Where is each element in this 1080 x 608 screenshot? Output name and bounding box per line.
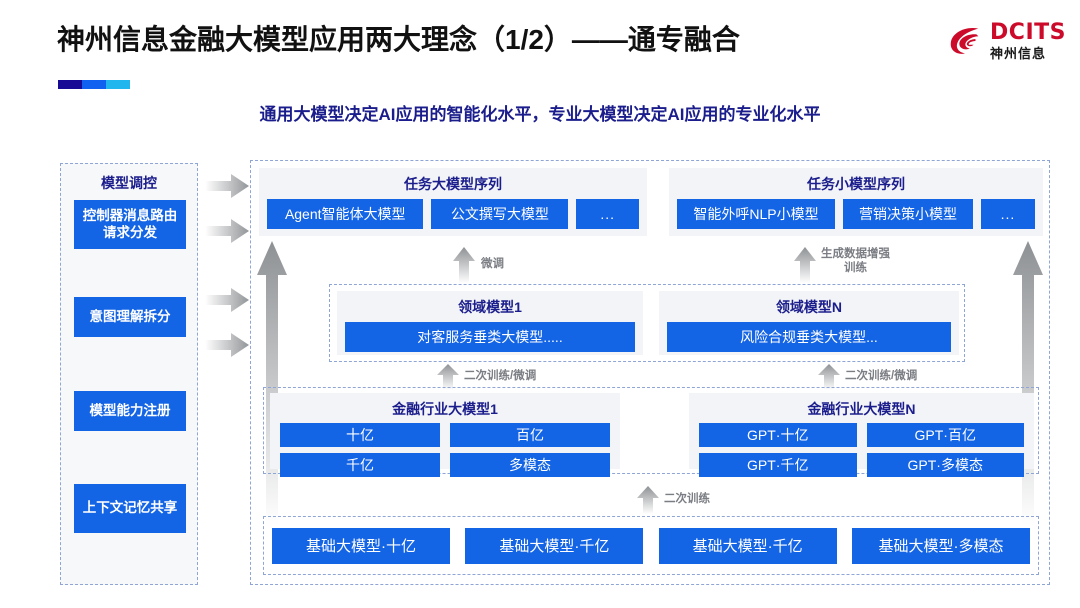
model-architecture-stack: 任务大模型序列 Agent智能体大模型 公文撰写大模型 ... 任务小模型序列 … [250, 160, 1050, 585]
company-logo: DCITS 神州信息 [947, 22, 1066, 60]
domain-model-1-title: 领域模型1 [458, 299, 522, 315]
industry-model-n-title: 金融行业大模型N [807, 401, 916, 417]
industry-1-chip-3[interactable]: 多模态 [450, 453, 610, 477]
page-title: 神州信息金融大模型应用两大理念（1/2）——通专融合 [57, 24, 740, 55]
flow-arrow-up-retrain-right [818, 364, 840, 390]
control-item-router[interactable]: 控制器消息路由请求分发 [74, 200, 186, 249]
task-small-chip-more[interactable]: ... [981, 199, 1035, 229]
accent-segment-1 [58, 80, 82, 89]
domain-model-n-chip[interactable]: 风险合规垂类大模型... [667, 322, 951, 352]
task-small-chip-marketing[interactable]: 营销决策小模型 [843, 199, 973, 229]
arrow-label-retrain-finetune-right: 二次训练/微调 [845, 370, 918, 382]
flow-arrow-up-data-augmentation [794, 247, 816, 283]
task-large-model-title: 任务大模型序列 [404, 176, 502, 192]
control-item-registry[interactable]: 模型能力注册 [74, 391, 186, 431]
flow-arrow-up-far-left [257, 241, 287, 525]
task-large-chip-agent[interactable]: Agent智能体大模型 [267, 199, 424, 229]
base-model-wrapper: 基础大模型·十亿 基础大模型·千亿 基础大模型·千亿 基础大模型·多模态 [263, 516, 1039, 575]
flow-arrow-up-finetune [453, 247, 475, 283]
flow-arrow-right-4 [205, 333, 249, 357]
dcits-swirl-icon [950, 27, 979, 54]
model-control-panel-title: 模型调控 [101, 175, 157, 191]
flow-arrow-right-1 [205, 174, 249, 198]
arrow-label-finetune: 微调 [481, 258, 504, 270]
industry-model-1-group: 金融行业大模型1 十亿 百亿 千亿 多模态 [270, 393, 620, 477]
page-subtitle: 通用大模型决定AI应用的智能化水平，专业大模型决定AI应用的专业化水平 [259, 105, 821, 124]
base-model-chip-3[interactable]: 基础大模型·多模态 [851, 527, 1030, 564]
model-control-panel: 模型调控 控制器消息路由请求分发 意图理解拆分 模型能力注册 上下文记忆共享 [60, 163, 198, 585]
logo-wordmark: DCITS [990, 20, 1066, 45]
flow-arrow-right-2 [205, 219, 249, 243]
industry-model-n-group: 金融行业大模型N GPT·十亿 GPT·百亿 GPT·千亿 GPT·多模态 [689, 393, 1034, 477]
industry-1-chip-0[interactable]: 十亿 [280, 423, 440, 447]
base-model-chip-0[interactable]: 基础大模型·十亿 [272, 527, 450, 564]
domain-model-n-group: 领域模型N 风险合规垂类大模型... [659, 291, 959, 355]
arrow-label-data-augmentation: 生成数据增强 训练 [821, 248, 890, 275]
accent-segment-3 [106, 80, 130, 89]
industry-n-chip-3[interactable]: GPT·多模态 [866, 453, 1024, 477]
task-small-chip-nlp[interactable]: 智能外呼NLP小模型 [677, 199, 835, 229]
title-accent-rule [58, 80, 130, 89]
domain-model-n-title: 领域模型N [775, 299, 843, 315]
flow-arrow-right-3 [205, 288, 249, 312]
logo-wordmark-cn: 神州信息 [990, 46, 1047, 61]
accent-segment-2 [82, 80, 106, 89]
base-model-chip-1[interactable]: 基础大模型·千亿 [465, 527, 644, 564]
arrow-label-retrain-finetune-left: 二次训练/微调 [464, 370, 537, 382]
domain-model-1-group: 领域模型1 对客服务垂类大模型..... [337, 291, 643, 355]
task-large-chip-document[interactable]: 公文撰写大模型 [431, 199, 569, 229]
industry-model-1-title: 金融行业大模型1 [392, 401, 498, 417]
arrow-label-retrain: 二次训练 [664, 493, 710, 505]
industry-n-chip-1[interactable]: GPT·百亿 [866, 423, 1024, 447]
industry-n-chip-0[interactable]: GPT·十亿 [699, 423, 857, 447]
industry-model-wrapper: 金融行业大模型1 十亿 百亿 千亿 多模态 金融行业大模型N GPT·十亿 GP… [263, 387, 1039, 477]
flow-arrow-up-retrain-left [437, 364, 459, 390]
industry-n-chip-2[interactable]: GPT·千亿 [699, 453, 857, 477]
domain-model-1-chip[interactable]: 对客服务垂类大模型..... [345, 322, 635, 352]
industry-1-chip-1[interactable]: 百亿 [450, 423, 610, 447]
task-small-model-title: 任务小模型序列 [807, 176, 905, 192]
flow-arrow-up-far-right [1013, 241, 1043, 525]
task-large-chip-more[interactable]: ... [576, 199, 639, 229]
base-model-chip-2[interactable]: 基础大模型·千亿 [658, 527, 837, 564]
industry-1-chip-2[interactable]: 千亿 [280, 453, 440, 477]
task-large-model-group: 任务大模型序列 Agent智能体大模型 公文撰写大模型 ... [259, 168, 647, 236]
task-small-model-group: 任务小模型序列 智能外呼NLP小模型 营销决策小模型 ... [669, 168, 1043, 236]
domain-model-wrapper: 领域模型1 对客服务垂类大模型..... 领域模型N 风险合规垂类大模型... [329, 284, 965, 362]
flow-arrow-up-retrain-center [637, 486, 659, 514]
control-item-context[interactable]: 上下文记忆共享 [74, 484, 186, 533]
control-item-intent[interactable]: 意图理解拆分 [74, 297, 186, 337]
